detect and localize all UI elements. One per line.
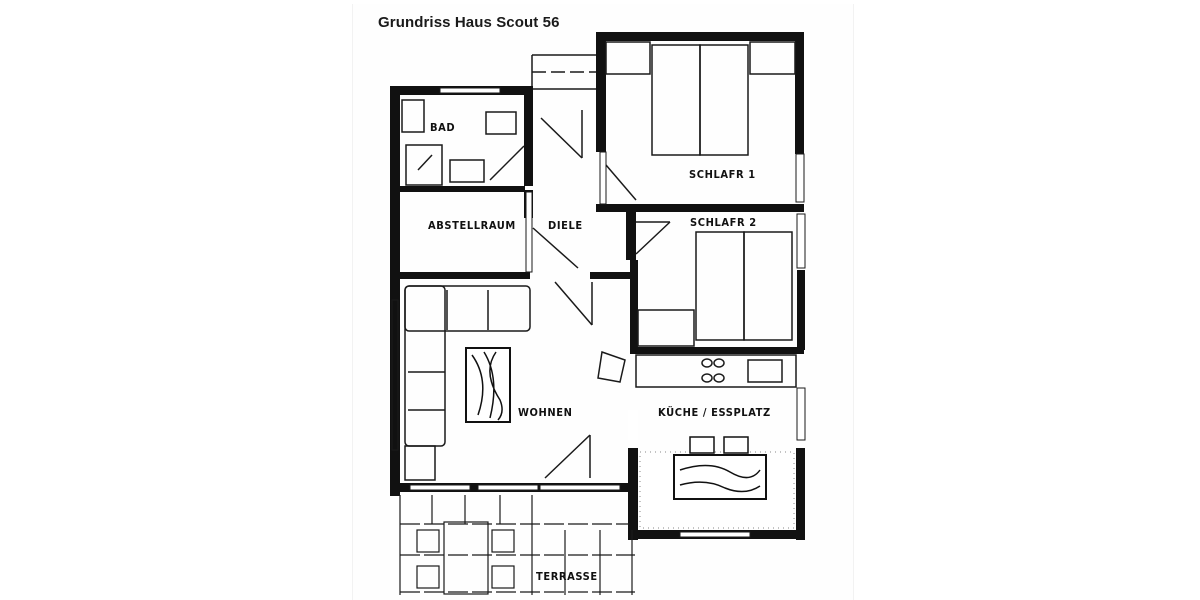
room-label-schlafr1: SCHLAFR 1 bbox=[689, 168, 756, 181]
kitchen-counter bbox=[597, 350, 797, 388]
terrace-tiles bbox=[399, 495, 635, 595]
bedroom2-furniture bbox=[637, 231, 793, 347]
room-label-abstellraum: ABSTELLRAUM bbox=[428, 219, 516, 232]
room-label-diele: DIELE bbox=[548, 219, 583, 232]
bathroom-fixtures bbox=[401, 99, 517, 186]
room-label-terrasse: TERRASSE bbox=[536, 570, 598, 583]
windows bbox=[391, 87, 806, 538]
plan-title: Grundriss Haus Scout 56 bbox=[378, 14, 560, 31]
dining-table bbox=[639, 436, 795, 529]
room-label-bad: BAD bbox=[430, 121, 455, 134]
doors bbox=[489, 110, 671, 479]
coffee-table bbox=[465, 347, 511, 423]
room-label-kueche: KÜCHE / ESSPLATZ bbox=[658, 405, 771, 419]
bedroom1-furniture bbox=[605, 41, 796, 156]
room-label-schlafr2: SCHLAFR 2 bbox=[690, 216, 757, 229]
entry-stairs bbox=[531, 54, 600, 90]
room-label-wohnen: WOHNEN bbox=[518, 406, 573, 419]
sofa bbox=[404, 285, 531, 481]
